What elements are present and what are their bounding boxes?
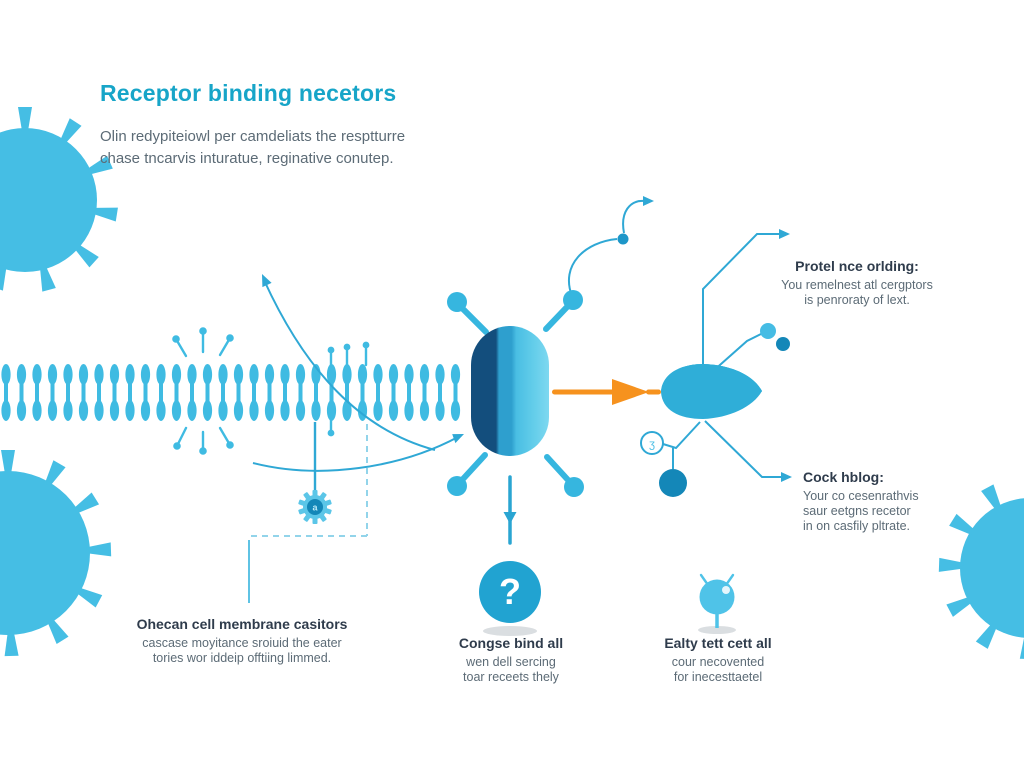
signal-arrow-icon — [552, 379, 661, 405]
annotation-line: tories wor iddeip offtiing limmed. — [152, 650, 332, 665]
annotation-heading: Cock hblog: — [803, 469, 884, 485]
annotation-line: for inecesttaetel — [673, 669, 763, 684]
arrow-to-cock — [781, 472, 792, 482]
membrane-callout-line — [248, 422, 368, 603]
annotation-line: toar receets thely — [463, 669, 559, 684]
annotation-early-cell: Ealty tett cett all cour necovented for … — [628, 635, 808, 685]
page-title: Receptor binding necetors — [100, 80, 397, 106]
annotation-line: is penroraty of lext. — [804, 292, 910, 307]
annotation-line: cascase moyitance sroiuid the eater — [142, 635, 342, 650]
droplet-connectors — [662, 233, 783, 478]
arrow-to-protel — [779, 229, 790, 239]
annotation-cell-binding: Cock hblog: Your co cesenrathvis saur ee… — [803, 469, 993, 534]
annotation-line: in on casfily pltrate. — [803, 519, 910, 533]
receptor-icon — [471, 326, 549, 456]
curved-arrow-up-left — [262, 274, 436, 451]
page-subtitle: Olin redypiteiowl per camdeliats the res… — [100, 126, 520, 170]
annotation-line: wen dell sercing — [466, 654, 556, 669]
subtitle-line-2: chase tncarvis inturatue, reginative con… — [100, 149, 394, 167]
ligand-dot-light — [760, 323, 776, 339]
small-cell-icon — [698, 573, 736, 634]
subtitle-line-1: Olin redypiteiowl per camdeliats the res… — [100, 128, 406, 145]
annotation-cell-membrane: Ohecan cell membrane casitors cascase mo… — [118, 616, 366, 666]
badge-glyph: a — [312, 503, 318, 513]
receptor-spikes-icon — [447, 290, 584, 497]
virus-icon-bottom-left — [0, 450, 112, 657]
gear-badge-icon: a — [298, 490, 332, 524]
membrane-pins-icon — [172, 327, 370, 455]
virus-icon-bottom-right — [938, 484, 1024, 660]
question-circle-icon: ? — [479, 561, 541, 636]
svg-text:ʒ: ʒ — [649, 439, 655, 451]
annotation-line: cour necovented — [671, 654, 765, 669]
endpoint-dot-icon — [659, 469, 687, 497]
annotation-heading: Ohecan cell membrane casitors — [136, 616, 348, 632]
virus-icon-top-left — [0, 107, 118, 292]
ring-marker-icon: ʒ — [640, 431, 664, 455]
annotation-heading: Congse bind all — [458, 635, 564, 651]
release-arrow-icon — [568, 196, 654, 297]
annotation-receptor-binding: Congse bind all wen dell sercing toar re… — [421, 635, 601, 685]
annotation-line: saur eetgns recetor — [803, 503, 911, 518]
annotation-protein-docking: Protel nce orlding: You remelnest atl ce… — [752, 258, 962, 308]
ligand-dot-dark — [776, 337, 790, 351]
annotation-line: Your co cesenrathvis — [803, 488, 919, 503]
annotation-line: You remelnest atl cergptors — [781, 277, 933, 292]
curved-arrow-to-receptor — [252, 434, 464, 472]
question-mark-glyph: ? — [499, 571, 521, 612]
annotation-heading: Ealty tett cett all — [664, 635, 772, 651]
cell-membrane-icon — [1, 364, 461, 421]
annotation-heading: Protel nce orlding: — [795, 258, 919, 274]
down-arrow-icon — [503, 475, 517, 545]
